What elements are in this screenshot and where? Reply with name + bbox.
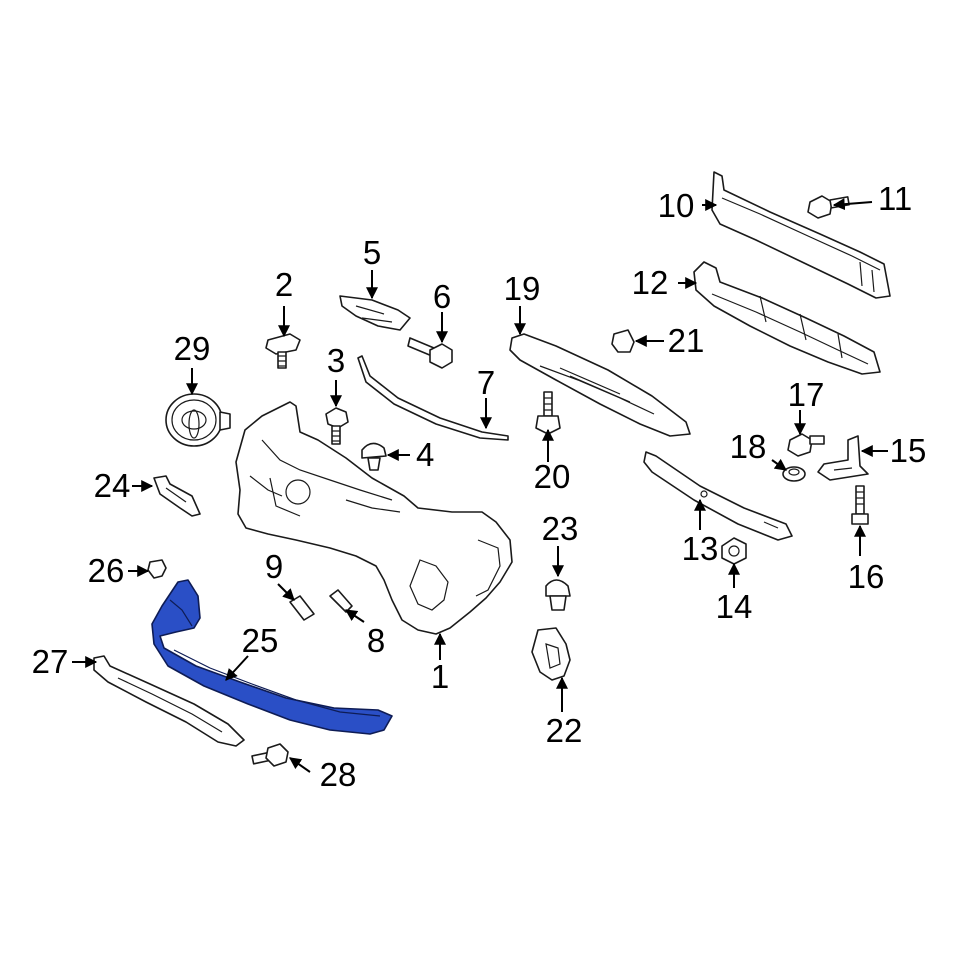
callout-3[interactable]: 3	[327, 342, 345, 379]
clip-4[interactable]	[361, 442, 387, 471]
callout-16[interactable]: 16	[848, 558, 885, 595]
bolt-20[interactable]	[535, 391, 561, 435]
callout-8[interactable]: 8	[367, 622, 385, 659]
bracket-22[interactable]	[531, 627, 571, 681]
lower-support-27[interactable]	[93, 655, 245, 747]
callout-12[interactable]: 12	[632, 264, 669, 301]
reinforcement-bar-10[interactable]	[711, 171, 891, 299]
callout-5[interactable]: 5	[363, 234, 381, 271]
bolt-17[interactable]	[787, 433, 825, 457]
lower-bracket-13[interactable]	[643, 451, 793, 541]
seal-strip-7[interactable]	[357, 355, 509, 441]
stud-16[interactable]	[851, 485, 869, 525]
callout-labels: 1 2 3 4 5 6 7 8 9 10 11 12 13 14 15 16 1…	[32, 180, 927, 793]
callout-28[interactable]: 28	[320, 756, 357, 793]
bracket-5[interactable]	[339, 295, 411, 331]
callout-23[interactable]: 23	[542, 510, 579, 547]
callout-17[interactable]: 17	[788, 376, 825, 413]
callout-24[interactable]: 24	[94, 467, 131, 504]
clip-23[interactable]	[545, 579, 571, 611]
callout-19[interactable]: 19	[504, 270, 541, 307]
callout-4[interactable]: 4	[416, 436, 434, 473]
bolt-2[interactable]	[265, 333, 301, 369]
callout-7[interactable]: 7	[477, 364, 495, 401]
bumper-cover[interactable]	[235, 401, 513, 635]
absorber-12[interactable]	[693, 261, 881, 375]
clip-21[interactable]	[611, 329, 635, 353]
callout-13[interactable]: 13	[682, 530, 719, 567]
callout-26[interactable]: 26	[88, 552, 125, 589]
absorber-19[interactable]	[509, 333, 691, 437]
callout-9[interactable]: 9	[265, 548, 283, 585]
callout-10[interactable]: 10	[658, 187, 695, 224]
callout-18[interactable]: 18	[730, 428, 767, 465]
bracket-15[interactable]	[817, 435, 869, 481]
bolt-11[interactable]	[807, 195, 850, 219]
callout-6[interactable]: 6	[433, 278, 451, 315]
callout-22[interactable]: 22	[546, 712, 583, 749]
callout-11[interactable]: 11	[878, 180, 912, 217]
bolt-3[interactable]	[325, 407, 349, 445]
lower-spoiler-25[interactable]	[151, 579, 393, 735]
leader-lines	[72, 198, 888, 773]
bolt-6[interactable]	[407, 337, 453, 369]
emblem-29[interactable]	[165, 393, 231, 447]
callout-29[interactable]: 29	[174, 330, 211, 367]
callout-1[interactable]: 1	[431, 658, 449, 695]
bracket-24[interactable]	[153, 475, 201, 517]
callout-20[interactable]: 20	[534, 458, 571, 495]
callout-2[interactable]: 2	[275, 266, 293, 303]
callout-15[interactable]: 15	[890, 432, 927, 469]
callout-21[interactable]: 21	[668, 322, 705, 359]
callout-14[interactable]: 14	[716, 588, 753, 625]
nut-18[interactable]	[782, 466, 806, 482]
clip-26[interactable]	[147, 559, 167, 579]
reflector-8[interactable]	[329, 589, 353, 613]
nut-14[interactable]	[721, 537, 747, 565]
bolt-28[interactable]	[251, 743, 289, 767]
callout-25[interactable]: 25	[242, 622, 279, 659]
callout-27[interactable]: 27	[32, 643, 69, 680]
reflector-9[interactable]	[289, 595, 315, 621]
